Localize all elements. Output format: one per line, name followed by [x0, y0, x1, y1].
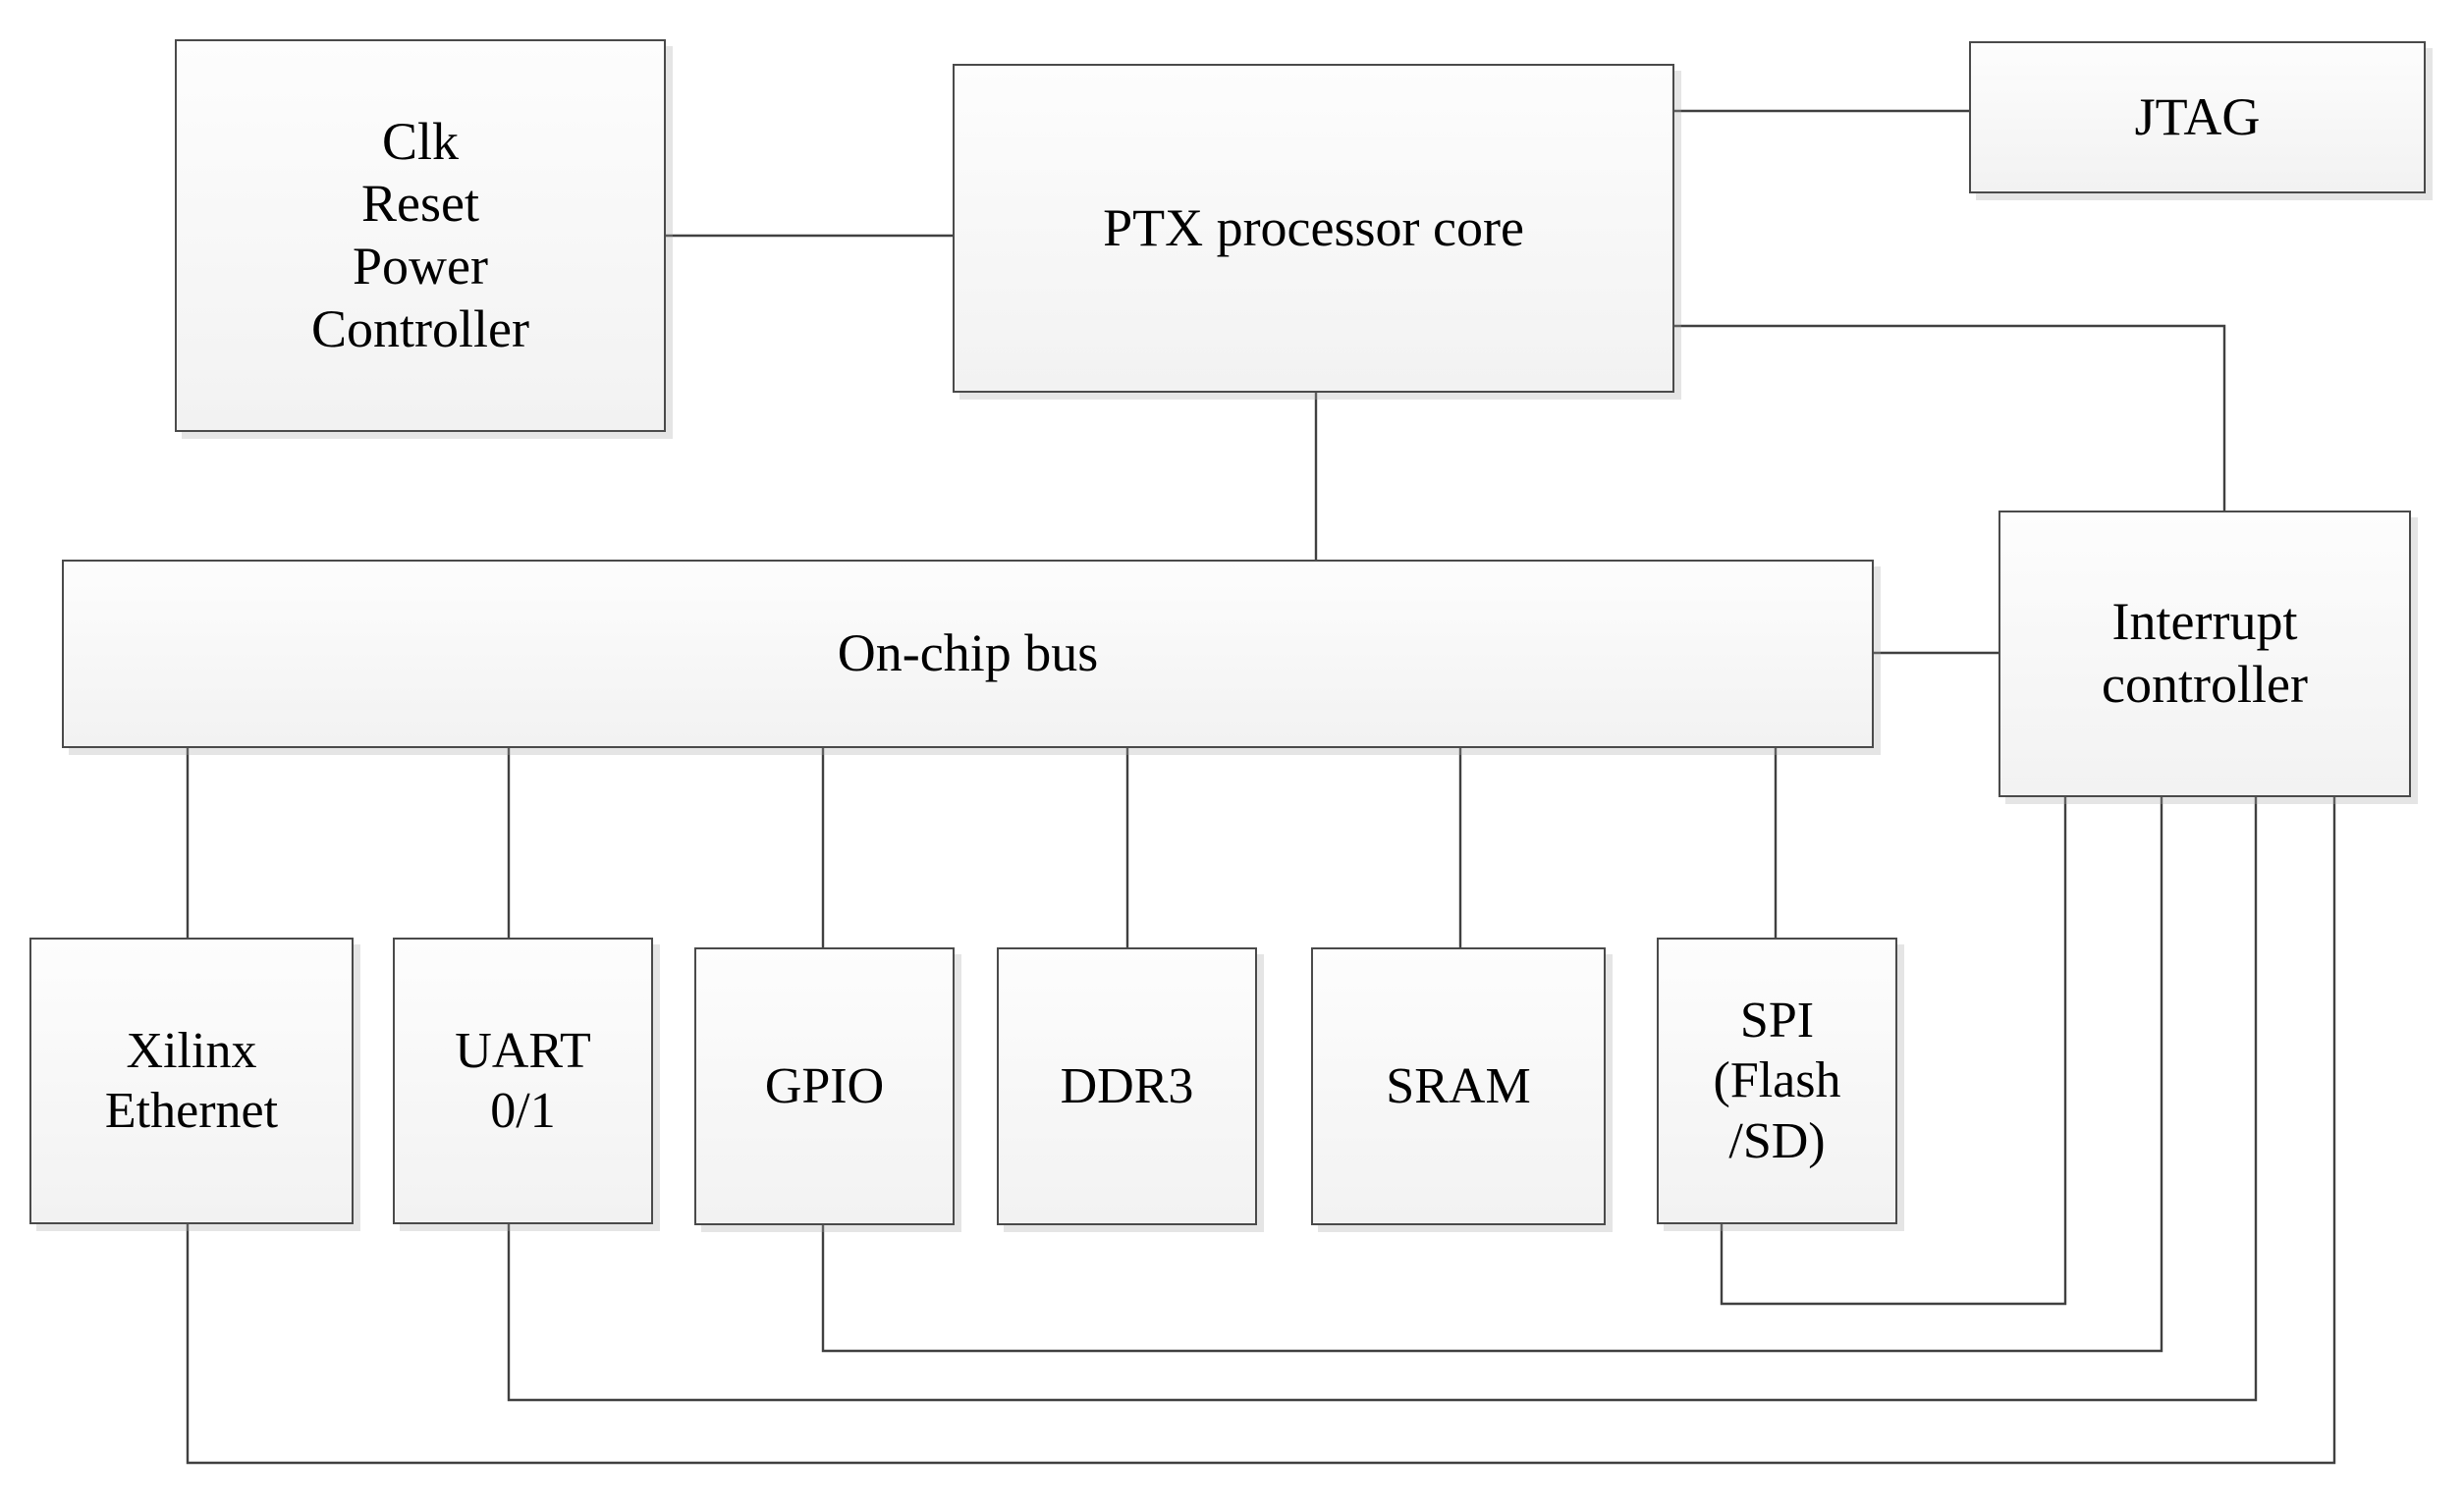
block-label-gpio: GPIO: [764, 1057, 885, 1114]
block-ddr3[interactable]: DDR3: [997, 947, 1257, 1225]
block-label-xilinx-ethernet: Xilinx Ethernet: [104, 1022, 279, 1139]
block-gpio[interactable]: GPIO: [694, 947, 955, 1225]
block-ptx-processor-core[interactable]: PTX processor core: [953, 64, 1674, 393]
block-label-clk-reset-power-controller: Clk Reset Power Controller: [311, 111, 529, 358]
block-uart-0-1[interactable]: UART 0/1: [393, 938, 653, 1224]
block-jtag[interactable]: JTAG: [1969, 41, 2426, 193]
block-label-interrupt-controller: Interrupt controller: [2102, 592, 2308, 714]
block-label-sram: SRAM: [1386, 1057, 1531, 1114]
block-label-ptx-processor-core: PTX processor core: [1103, 197, 1524, 257]
block-clk-reset-power-controller[interactable]: Clk Reset Power Controller: [175, 39, 666, 432]
block-label-jtag: JTAG: [2134, 86, 2261, 146]
block-xilinx-ethernet[interactable]: Xilinx Ethernet: [29, 938, 354, 1224]
block-label-on-chip-bus: On-chip bus: [837, 623, 1099, 683]
block-label-spi-flash-sd: SPI (Flash /SD): [1713, 992, 1841, 1169]
block-on-chip-bus[interactable]: On-chip bus: [62, 560, 1874, 748]
block-spi-flash-sd[interactable]: SPI (Flash /SD): [1657, 938, 1897, 1224]
block-label-uart-0-1: UART 0/1: [455, 1022, 591, 1139]
block-sram[interactable]: SRAM: [1311, 947, 1606, 1225]
block-label-ddr3: DDR3: [1060, 1057, 1194, 1114]
wire-ptx-processor-core-to-interrupt-controller: [1674, 324, 2226, 511]
block-interrupt-controller[interactable]: Interrupt controller: [1999, 511, 2411, 797]
